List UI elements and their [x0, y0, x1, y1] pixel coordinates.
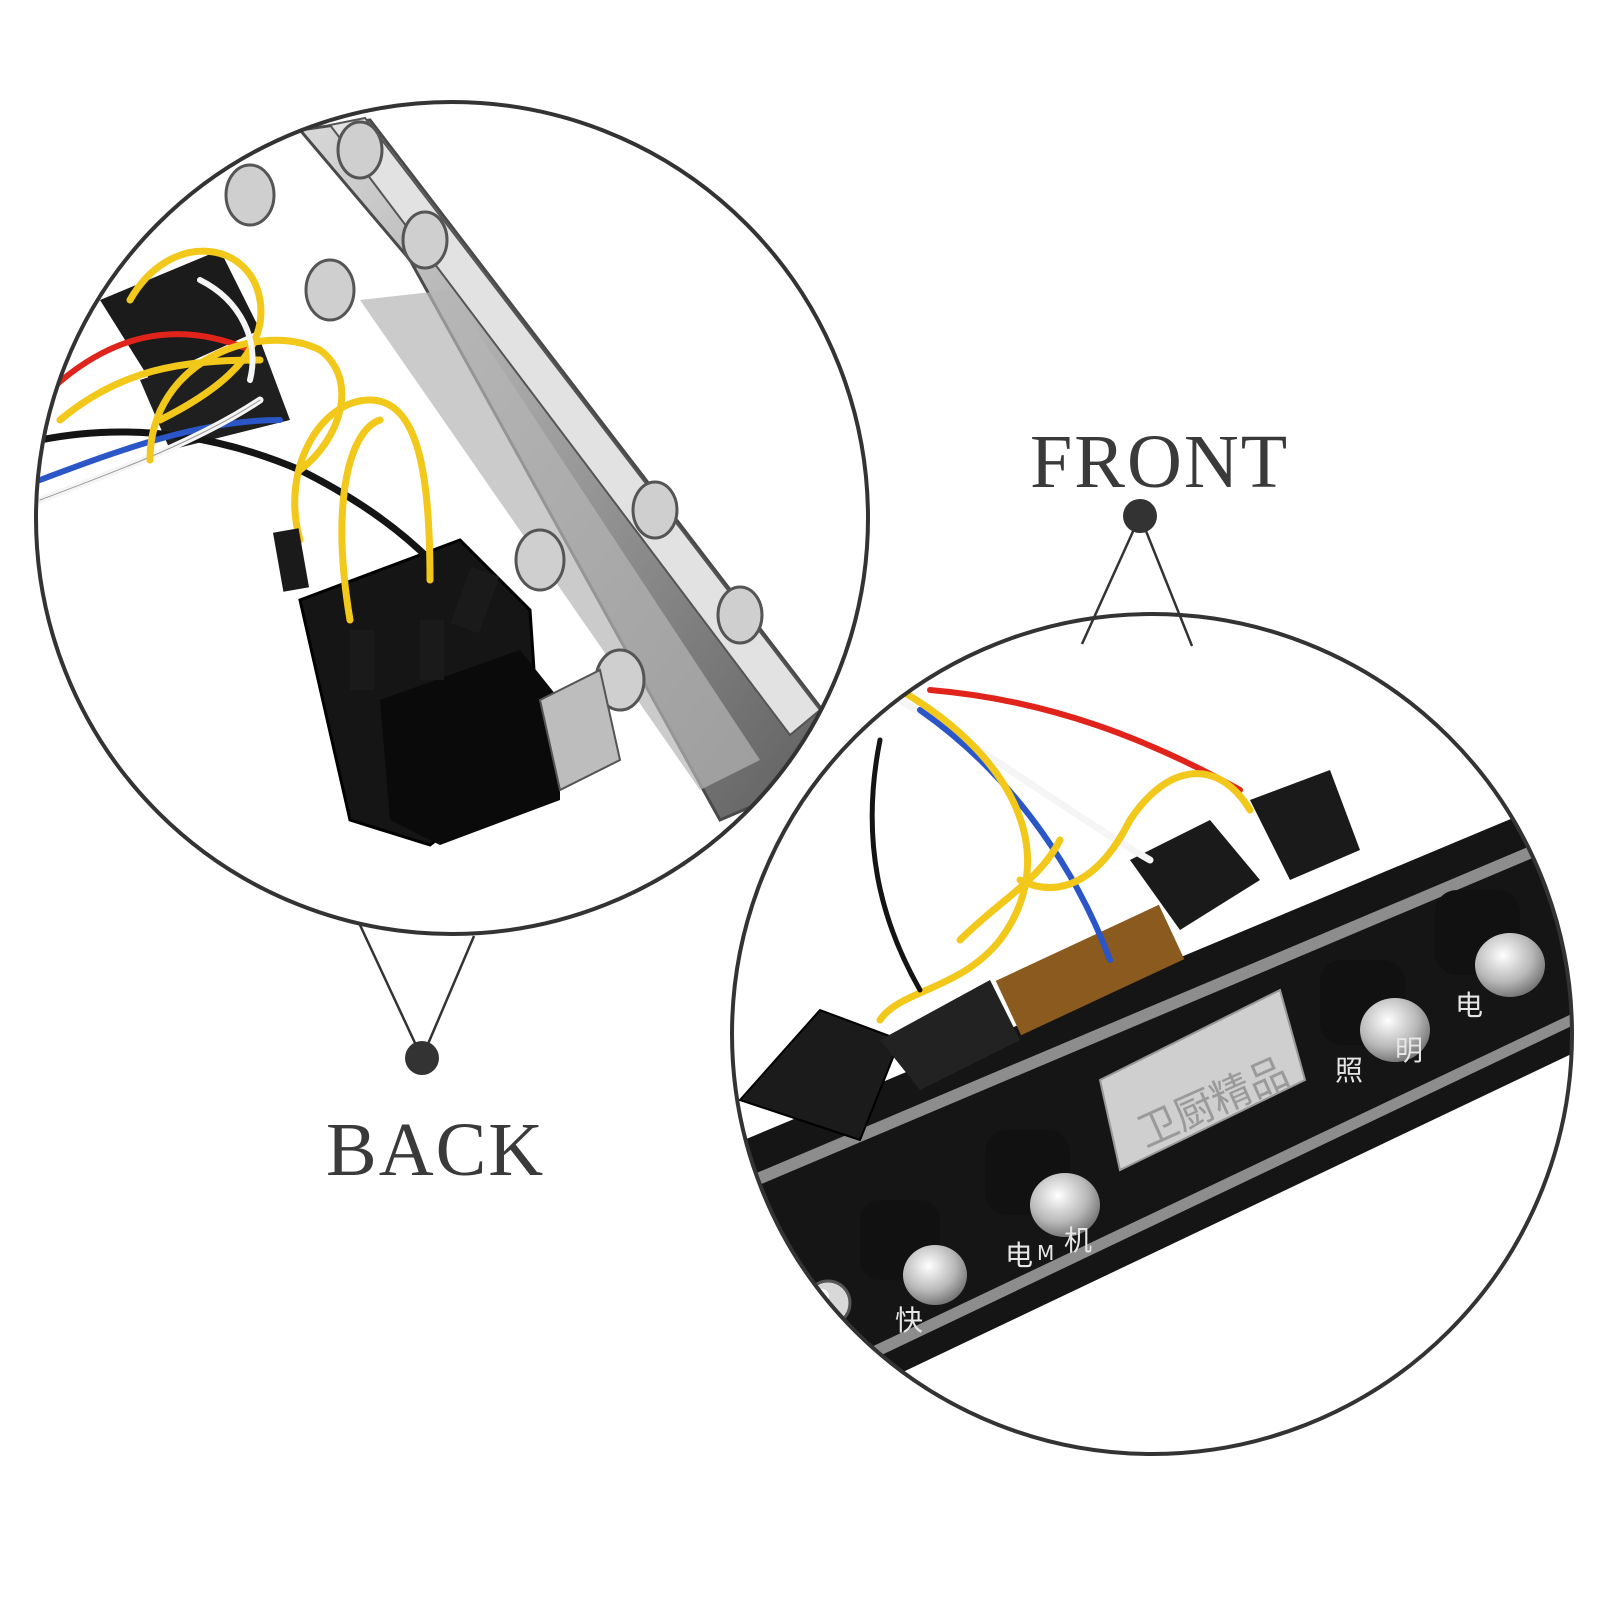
- front-circle-outline: [730, 612, 1574, 1456]
- display-window: [1098, 988, 1307, 1172]
- back-circle-outline: [34, 100, 870, 936]
- front-label: FRONT: [1030, 420, 1290, 504]
- back-detail-circle: [34, 100, 870, 936]
- wires-front: [869, 686, 1254, 1024]
- knob-2-suffix: 机: [1064, 1224, 1092, 1257]
- back-callout: [358, 924, 476, 1062]
- knob-3-suffix: 明: [1395, 1034, 1423, 1067]
- knob-1: [860, 1200, 967, 1305]
- knob-4-label: 电: [1455, 989, 1483, 1022]
- front-callout-dot: [1123, 499, 1157, 533]
- circuit-board: [995, 904, 1185, 1036]
- knob-3-label: 照: [1335, 1054, 1363, 1087]
- knob-3: [1320, 960, 1430, 1062]
- screw-heads: [224, 120, 764, 712]
- knob-4: [1435, 890, 1545, 997]
- knob-2: [985, 1130, 1100, 1237]
- wires-back: [36, 247, 434, 624]
- back-label: BACK: [326, 1108, 546, 1192]
- back-callout-dot: [405, 1041, 439, 1075]
- knob-2-badge: M: [1037, 1241, 1054, 1265]
- front-detail-circle: 卫厨精品: [730, 612, 1574, 1456]
- switch-blocks-front: [738, 770, 1360, 1142]
- knob-1-label: 快: [895, 1304, 923, 1337]
- control-knobs: [804, 890, 1545, 1327]
- knob-2-label: 电: [1005, 1239, 1033, 1272]
